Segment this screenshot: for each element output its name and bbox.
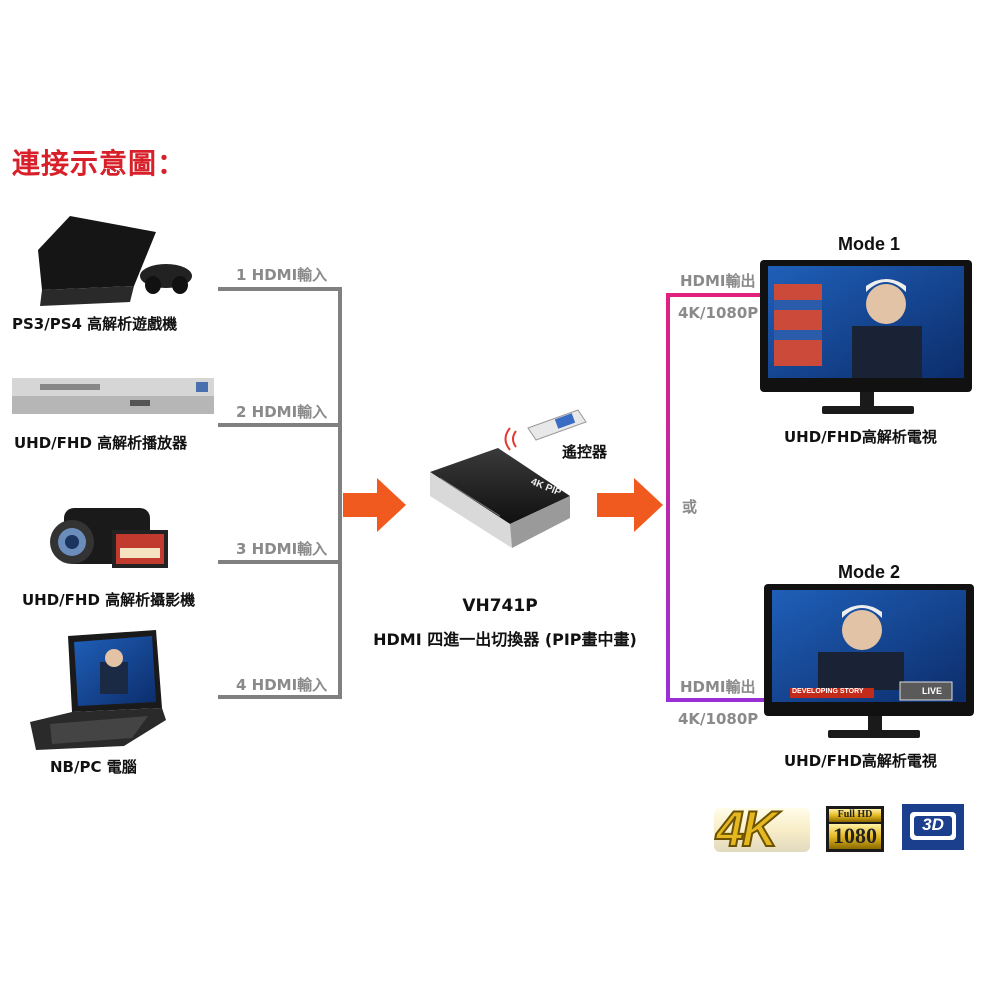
diagram-title: 連接示意圖：	[12, 147, 187, 180]
hdmi-out-label-1: HDMI輸出	[680, 272, 756, 290]
camcorder-icon	[50, 508, 168, 568]
badge-fullhd-top: Full HD	[837, 809, 873, 820]
tv2-ticker: DEVELOPING STORY	[792, 688, 864, 695]
mode2-label: Mode 2	[838, 562, 901, 582]
badge-3d-text: 3D	[922, 815, 944, 834]
laptop-icon	[30, 630, 166, 750]
game-console-icon	[38, 216, 192, 306]
device-label-player: UHD/FHD 高解析播放器	[14, 434, 188, 452]
switcher-icon	[430, 448, 570, 548]
remote-label: 遙控器	[562, 443, 608, 461]
badge-fullhd-num: 1080	[833, 823, 877, 848]
tv2-live: LIVE	[922, 686, 943, 696]
tv-mode2-icon	[764, 584, 974, 738]
badge-fullhd-icon	[826, 806, 884, 852]
tv-label-1: UHD/FHD高解析電視	[784, 428, 937, 446]
switcher-model: VH741P	[462, 596, 538, 616]
badge-3d-icon	[902, 804, 964, 850]
device-label-ps: PS3/PS4 高解析遊戲機	[12, 315, 178, 333]
hdmi-out-label-2: HDMI輸出	[680, 678, 756, 696]
output-wires	[666, 293, 770, 702]
input-wires	[218, 287, 342, 699]
output-arrow	[597, 478, 663, 532]
input-label-3: 3 HDMI輸入	[236, 540, 328, 558]
tv-label-2: UHD/FHD高解析電視	[784, 752, 937, 770]
input-label-1: 1 HDMI輸入	[236, 266, 328, 284]
mode1-label: Mode 1	[838, 234, 901, 254]
badge-4k-icon	[714, 808, 810, 852]
badge-4k-text: 4K	[715, 800, 779, 858]
tv-mode1-icon	[760, 260, 972, 414]
media-player-icon	[12, 378, 214, 414]
resolution-label-1: 4K/1080P	[678, 304, 759, 322]
device-label-laptop: NB/PC 電腦	[50, 758, 137, 776]
or-label: 或	[682, 498, 698, 516]
input-label-4: 4 HDMI輸入	[236, 676, 328, 694]
remote-icon	[504, 409, 587, 451]
input-label-2: 2 HDMI輸入	[236, 403, 328, 421]
switcher-description: HDMI 四進一出切換器 (PIP畫中畫)	[373, 630, 637, 649]
input-arrow	[343, 478, 406, 532]
device-label-camcorder: UHD/FHD 高解析攝影機	[22, 591, 196, 609]
resolution-label-2: 4K/1080P	[678, 710, 759, 728]
